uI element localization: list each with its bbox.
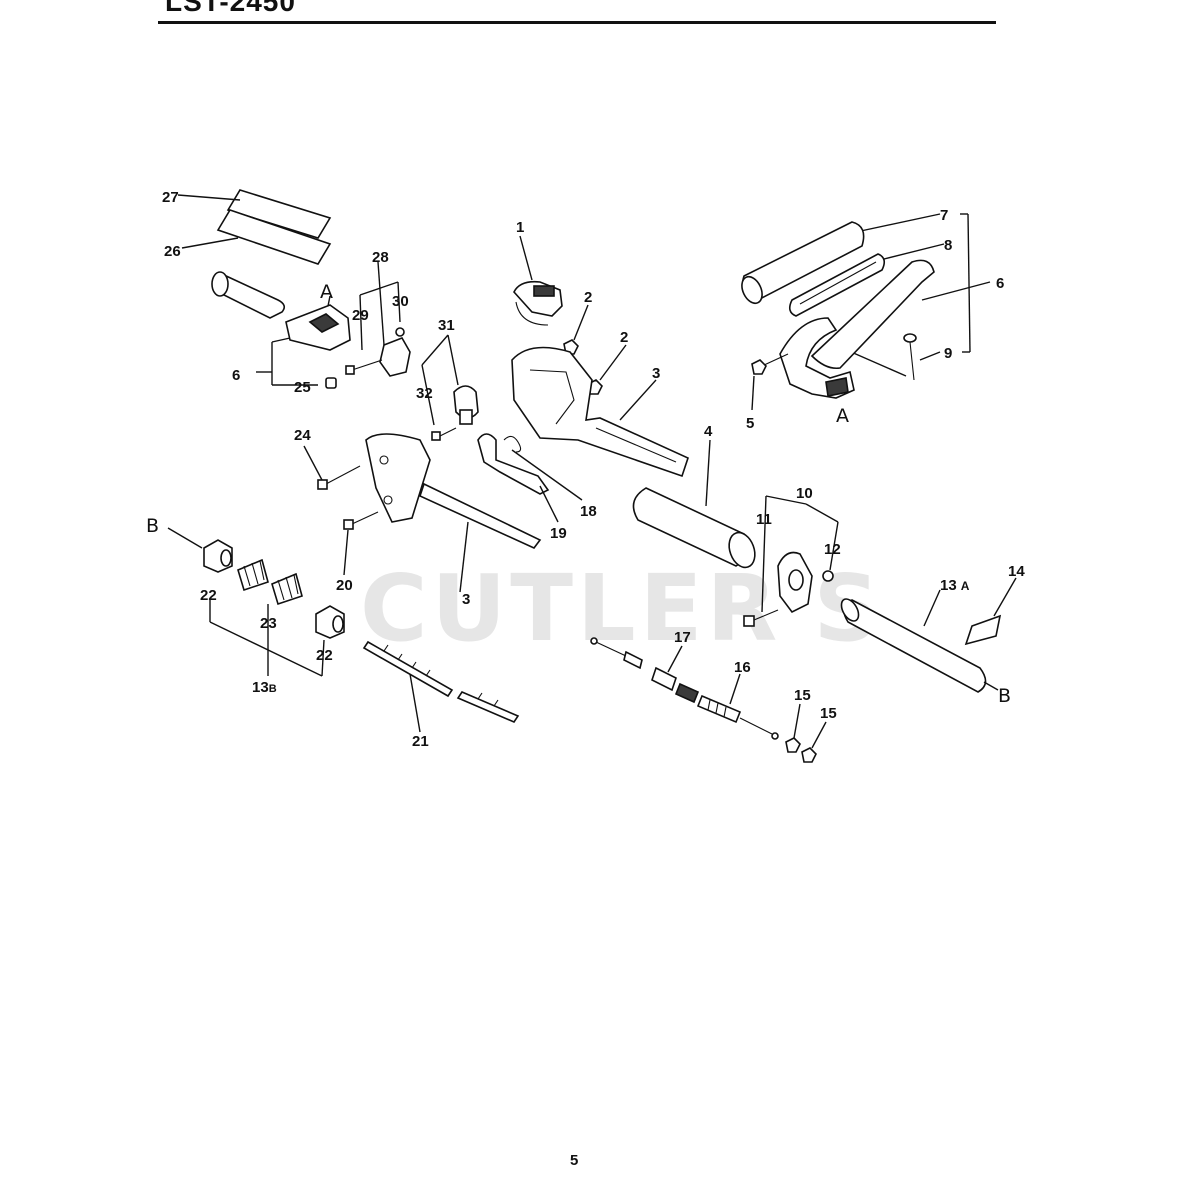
ref-a-left: A xyxy=(320,281,333,303)
part-15-nut-a xyxy=(785,737,801,753)
part-21-drive-shaft xyxy=(362,640,520,723)
part-32-screw xyxy=(431,427,457,441)
label-7: 7 xyxy=(940,207,948,224)
label-6-right: 6 xyxy=(996,275,1004,292)
part-5-screw xyxy=(751,353,789,375)
label-24: 24 xyxy=(294,427,311,444)
label-16: 16 xyxy=(734,659,751,676)
part-8-foam-grip xyxy=(788,253,886,317)
label-2-a: 2 xyxy=(584,289,592,306)
part-23-spline-sleeve-b xyxy=(271,572,303,606)
part-26-decal xyxy=(216,209,332,265)
label-18: 18 xyxy=(580,503,597,520)
part-13a-shaft-tube xyxy=(840,598,987,693)
part-25-nut xyxy=(325,377,337,389)
label-31: 31 xyxy=(438,317,455,334)
label-8: 8 xyxy=(944,237,952,254)
part-15-nut-b xyxy=(801,747,817,763)
label-2-b: 2 xyxy=(620,329,628,346)
label-32: 32 xyxy=(416,385,433,402)
part-18-spring xyxy=(503,435,522,453)
label-19: 19 xyxy=(550,525,567,542)
label-27: 27 xyxy=(162,189,179,206)
label-23: 23 xyxy=(260,615,277,632)
header-rule xyxy=(158,21,996,24)
part-7-grip xyxy=(741,221,865,305)
label-20: 20 xyxy=(336,577,353,594)
part-3-handle-upper xyxy=(511,346,689,478)
label-28: 28 xyxy=(372,249,389,266)
label-22-b: 22 xyxy=(316,647,333,664)
part-23-spline-sleeve-a xyxy=(237,558,269,592)
label-3-upper: 3 xyxy=(652,365,660,382)
ref-a-right: A xyxy=(836,405,849,427)
part-29-screw xyxy=(345,359,383,375)
part-16-throttle-cable xyxy=(674,682,779,740)
part-19-trigger xyxy=(477,433,550,495)
label-30: 30 xyxy=(392,293,409,310)
part-27-decal xyxy=(226,189,332,239)
header-title: LST-2450 xyxy=(165,0,296,17)
label-3-lower: 3 xyxy=(462,591,470,608)
label-11: 11 xyxy=(756,511,772,528)
label-15-a: 15 xyxy=(794,687,811,704)
part-6-right-handle xyxy=(779,259,935,399)
part-1-switch xyxy=(513,280,563,326)
part-11-screw xyxy=(743,609,779,627)
ref-b-left: B xyxy=(146,515,159,537)
label-6-left: 6 xyxy=(232,367,240,384)
label-10: 10 xyxy=(796,485,813,502)
part-6-left-clamp xyxy=(211,271,351,351)
part-14-label xyxy=(964,614,1002,646)
label-9: 9 xyxy=(944,345,952,362)
label-13b: 13B xyxy=(252,679,277,696)
label-14: 14 xyxy=(1008,563,1025,580)
ref-b-right: B xyxy=(998,685,1011,707)
label-29: 29 xyxy=(352,307,369,324)
part-20-screw xyxy=(343,511,379,530)
label-21: 21 xyxy=(412,733,429,750)
label-26: 26 xyxy=(164,243,181,260)
label-4: 4 xyxy=(704,423,713,440)
part-31-clamp xyxy=(453,385,479,425)
part-22-bushing-b xyxy=(315,605,345,639)
page-number: 5 xyxy=(570,1152,579,1169)
part-24-screw xyxy=(317,465,361,490)
part-4-grip-sleeve xyxy=(632,487,756,569)
part-28-bracket xyxy=(379,337,411,377)
label-5: 5 xyxy=(746,415,754,432)
label-25: 25 xyxy=(294,379,311,396)
label-1: 1 xyxy=(516,219,524,236)
part-9-bolt xyxy=(903,333,917,381)
label-17: 17 xyxy=(674,629,691,646)
label-15-b: 15 xyxy=(820,705,837,722)
part-17-cable-end xyxy=(590,637,677,692)
label-22-a: 22 xyxy=(200,587,217,604)
part-30-nut xyxy=(395,327,405,337)
part-10-loop-clamp xyxy=(777,551,813,614)
part-3-handle-lower xyxy=(365,433,542,549)
label-12: 12 xyxy=(824,541,841,558)
part-22-bushing-a xyxy=(203,539,233,573)
part-12-nut xyxy=(822,570,834,582)
